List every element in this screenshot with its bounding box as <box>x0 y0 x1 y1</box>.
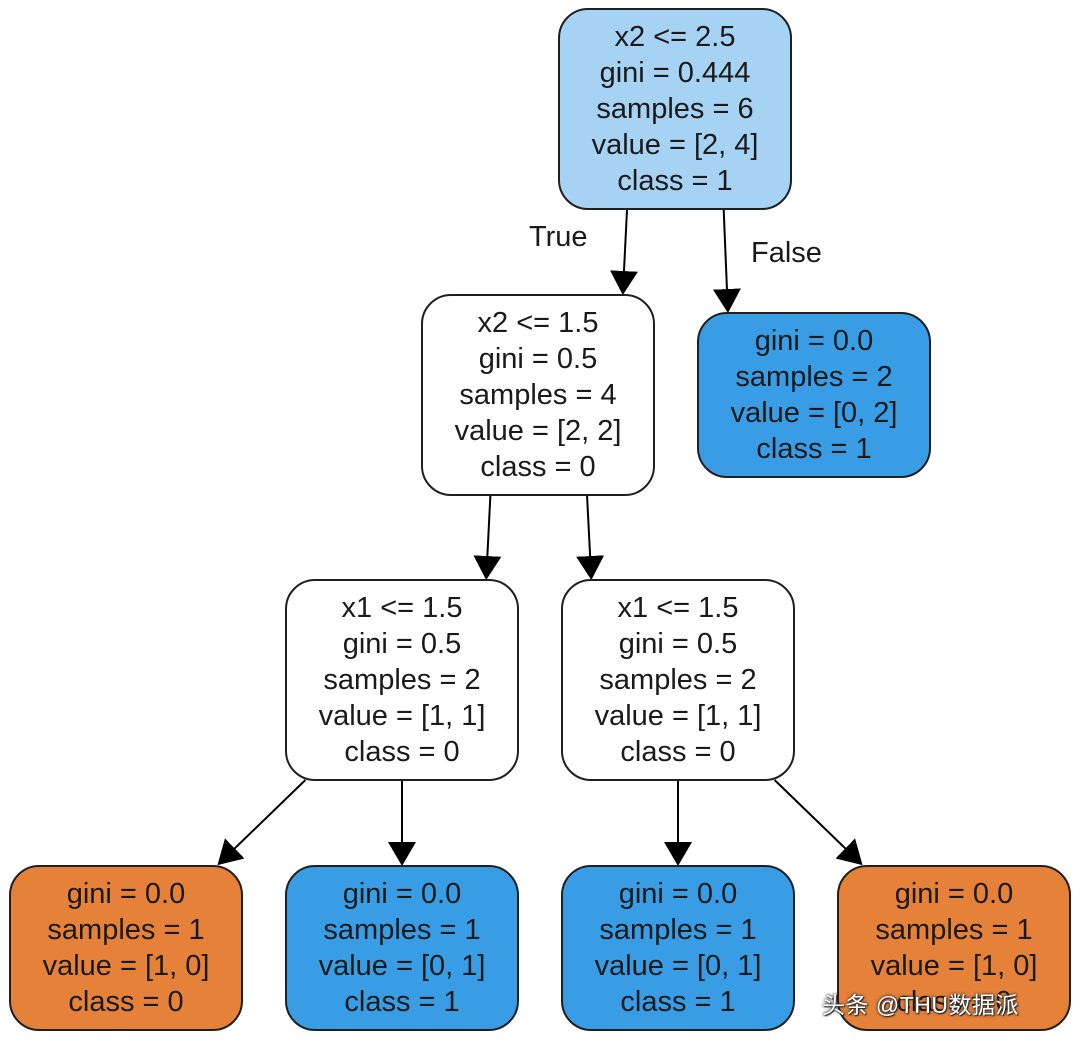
node-lrr-line-2: samples = 1 <box>875 914 1033 946</box>
node-ll: x1 <= 1.5 gini = 0.5 samples = 2 value =… <box>285 579 519 781</box>
node-lrr-line-3: value = [1, 0] <box>870 950 1038 982</box>
node-lr-line-4: value = [1, 1] <box>594 700 762 732</box>
node-right-line-3: value = [0, 2] <box>730 397 898 429</box>
node-ll-line-1: x1 <= 1.5 <box>341 592 463 624</box>
edge-lr-lrr <box>773 779 863 866</box>
node-right-line-4: class = 1 <box>756 433 872 465</box>
node-lrl-line-2: samples = 1 <box>599 914 757 946</box>
node-lr-line-1: x1 <= 1.5 <box>617 592 739 624</box>
watermark-text: 头条 @THU数据派 <box>822 992 1020 1018</box>
node-llr-line-4: class = 1 <box>344 986 460 1018</box>
node-root-line-4: value = [2, 4] <box>591 129 759 161</box>
node-lll: gini = 0.0 samples = 1 value = [1, 0] cl… <box>9 865 243 1031</box>
node-root-line-3: samples = 6 <box>596 93 754 125</box>
node-ll-line-3: samples = 2 <box>323 664 481 696</box>
node-left: x2 <= 1.5 gini = 0.5 samples = 4 value =… <box>421 294 655 496</box>
node-lr-line-5: class = 0 <box>620 736 736 768</box>
node-lr: x1 <= 1.5 gini = 0.5 samples = 2 value =… <box>561 579 795 781</box>
node-lrr-line-4: class = 0 <box>896 986 1012 1018</box>
node-lrl: gini = 0.0 samples = 1 value = [0, 1] cl… <box>561 865 795 1031</box>
node-root-line-2: gini = 0.444 <box>599 57 751 89</box>
node-lll-line-3: value = [1, 0] <box>42 950 210 982</box>
node-right: gini = 0.0 samples = 2 value = [0, 2] cl… <box>697 312 931 478</box>
node-left-line-5: class = 0 <box>480 451 596 483</box>
node-right-line-1: gini = 0.0 <box>754 325 874 357</box>
node-llr-line-2: samples = 1 <box>323 914 481 946</box>
node-root-line-1: x2 <= 2.5 <box>614 21 736 53</box>
node-lll-line-1: gini = 0.0 <box>66 878 186 910</box>
node-ll-line-5: class = 0 <box>344 736 460 768</box>
node-lrr-line-1: gini = 0.0 <box>894 878 1014 910</box>
node-llr-line-3: value = [0, 1] <box>318 950 486 982</box>
node-lrl-line-1: gini = 0.0 <box>618 878 738 910</box>
edge-ll-lll <box>217 779 307 866</box>
edge-left-ll <box>473 494 502 580</box>
node-lll-line-4: class = 0 <box>68 986 184 1018</box>
node-lll-line-2: samples = 1 <box>47 914 205 946</box>
node-ll-line-4: value = [1, 1] <box>318 700 486 732</box>
node-lr-line-2: gini = 0.5 <box>618 628 738 660</box>
node-llr-line-1: gini = 0.0 <box>342 878 462 910</box>
node-llr: gini = 0.0 samples = 1 value = [0, 1] cl… <box>285 865 519 1031</box>
node-right-line-2: samples = 2 <box>735 361 893 393</box>
edge-label-false: False <box>751 237 822 269</box>
node-lr-line-3: samples = 2 <box>599 664 757 696</box>
node-lrr: gini = 0.0 samples = 1 value = [1, 0] cl… <box>837 865 1071 1031</box>
node-left-line-1: x2 <= 1.5 <box>477 307 599 339</box>
node-left-line-3: samples = 4 <box>459 379 617 411</box>
node-lrl-line-3: value = [0, 1] <box>594 950 762 982</box>
node-root-line-5: class = 1 <box>617 165 733 197</box>
node-lrl-line-4: class = 1 <box>620 986 736 1018</box>
edge-root-right <box>712 208 741 313</box>
edge-left-lr <box>576 494 605 580</box>
node-ll-line-2: gini = 0.5 <box>342 628 462 660</box>
node-left-line-2: gini = 0.5 <box>478 343 598 375</box>
edge-label-true: True <box>529 221 588 253</box>
edge-root-left <box>609 208 638 295</box>
node-left-line-4: value = [2, 2] <box>454 415 622 447</box>
node-root: x2 <= 2.5 gini = 0.444 samples = 6 value… <box>558 8 792 210</box>
